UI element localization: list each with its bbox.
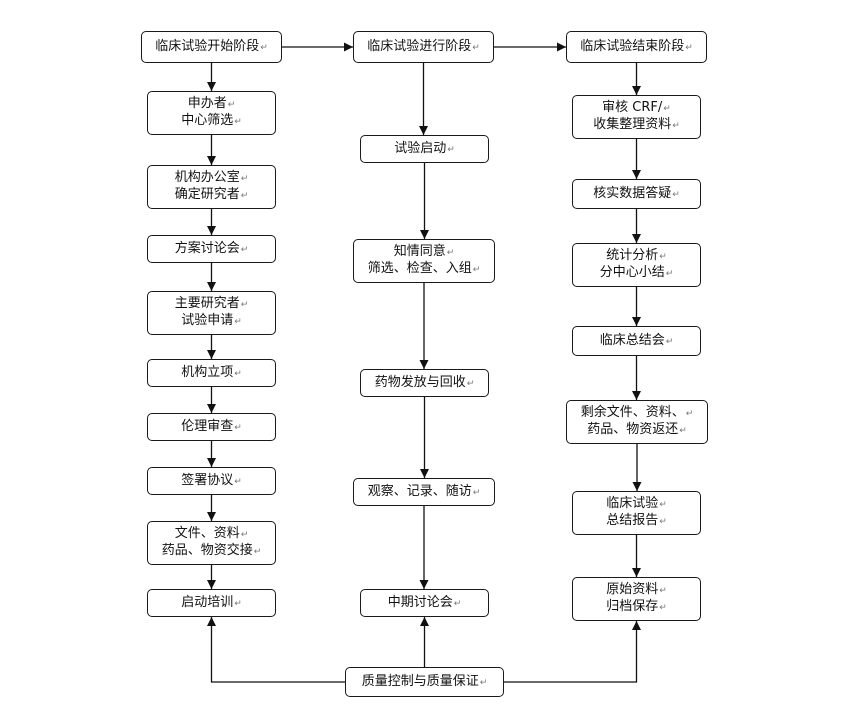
left-step-box: 机构办公室 确定研究者 [147,165,276,209]
step-line: 确定研究者 [175,187,249,204]
quality-control-box: 质量控制与质量保证 [345,667,504,697]
right-header-box: 临床试验结束阶段 [566,31,707,63]
left-step-box: 主要研究者 试验申请 [147,291,276,335]
middle-step-box: 中期讨论会 [360,589,489,617]
left-step-box: 申办者 中心筛选 [147,91,276,135]
step-line: 知情同意 [394,244,455,261]
middle-header-box: 临床试验进行阶段 [353,31,494,63]
left-step-box: 启动培训 [147,589,276,617]
quality-arrow [504,621,642,683]
step-line: 试验申请 [181,313,242,330]
step-line: 试验启动 [394,141,455,158]
left-step-box: 伦理审查 [147,413,276,441]
left-step-box: 方案讨论会 [147,235,276,263]
middle-step-box: 药物发放与回收 [360,369,489,397]
step-line: 筛选、检查、入组 [368,261,481,278]
right-step-box: 原始资料 归档保存 [572,577,701,621]
step-line: 机构立项 [181,365,242,382]
step-line: 签署协议 [181,473,242,490]
step-line: 药品、物资交接 [162,543,262,560]
middle-step-box: 观察、记录、随访 [353,478,495,506]
middle-step-box: 试验启动 [360,135,489,163]
left-step-box: 文件、资料 药品、物资交接 [147,521,276,565]
step-line: 中心筛选 [181,113,242,130]
step-line: 主要研究者 [175,296,249,313]
step-line: 方案讨论会 [175,241,249,258]
right-step-box: 审核 CRF/ 收集整理资料 [572,95,701,139]
step-line: 申办者 [188,96,236,113]
right-header-label: 临床试验结束阶段 [580,39,693,56]
quality-control-label: 质量控制与质量保证 [362,674,488,691]
step-line: 药品、物资返还 [587,422,687,439]
right-step-box: 核实数据答疑 [572,179,701,209]
step-line: 原始资料 [606,582,667,599]
step-line: 临床总结会 [600,333,674,350]
step-line: 伦理审查 [181,419,242,436]
step-line: 分中心小结 [600,265,674,282]
middle-header-label: 临床试验进行阶段 [367,39,480,56]
left-header-box: 临床试验开始阶段 [141,31,282,63]
step-line: 观察、记录、随访 [368,484,481,501]
right-step-box: 临床试验 总结报告 [572,491,701,535]
right-step-box: 剩余文件、资料、 药品、物资返还 [566,400,708,444]
step-line: 中期讨论会 [388,595,462,612]
step-line: 审核 CRF/ [602,100,671,117]
step-line: 临床试验 [606,496,667,513]
step-line: 药物发放与回收 [375,375,475,392]
middle-step-box: 知情同意 筛选、检查、入组 [353,239,495,283]
right-step-box: 临床总结会 [572,326,701,356]
left-header-label: 临床试验开始阶段 [155,39,268,56]
step-line: 剩余文件、资料、 [581,405,694,422]
step-line: 归档保存 [606,599,667,616]
step-line: 收集整理资料 [593,117,680,134]
step-line: 统计分析 [606,248,667,265]
quality-arrow [206,617,345,683]
step-line: 文件、资料 [175,526,249,543]
step-line: 总结报告 [606,513,667,530]
right-step-box: 统计分析 分中心小结 [572,243,701,287]
left-step-box: 机构立项 [147,359,276,387]
left-step-box: 签署协议 [147,467,276,495]
step-line: 核实数据答疑 [593,186,680,203]
step-line: 启动培训 [181,595,242,612]
step-line: 机构办公室 [175,170,249,187]
